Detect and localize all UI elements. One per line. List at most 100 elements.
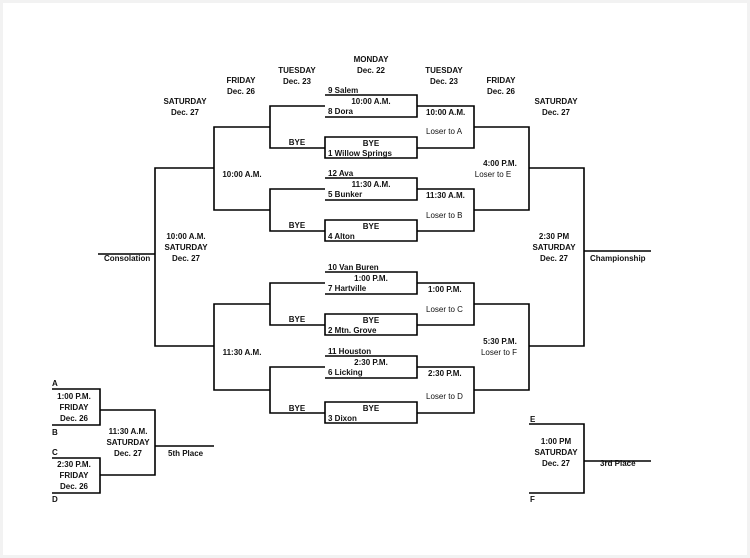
fifth-game2-time: 2:30 P.M. [57, 460, 91, 469]
game2-top-team: 12 Ava [328, 169, 354, 178]
qf4-bye-left: BYE [289, 404, 306, 413]
fifth-game2-date: Dec. 26 [60, 482, 89, 491]
qf4-time: 2:30 P.M. [428, 369, 462, 378]
tuesday-left-header-day: TUESDAY [278, 66, 316, 75]
saturday-left-header-day: SATURDAY [163, 97, 207, 106]
game1-top-team: 9 Salem [328, 86, 358, 95]
tournament-bracket: MONDAY Dec. 22 TUESDAY Dec. 23 TUESDAY D… [52, 55, 651, 504]
monday-header-date: Dec. 22 [357, 66, 386, 75]
monday-header-day: MONDAY [354, 55, 389, 64]
consolation-semi1-time: 10:00 A.M. [222, 170, 261, 179]
game4-bottom-team: 6 Licking [328, 368, 363, 377]
game3-time: 1:00 P.M. [354, 274, 388, 283]
first-round-box-3 [325, 271, 418, 295]
qf2-loser: Loser to B [426, 211, 462, 220]
qf3-bye-left: BYE [289, 315, 306, 324]
qf4-team: 3 Dixon [328, 414, 357, 423]
third-place-bottom: F [530, 495, 535, 504]
qf3-time: 1:00 P.M. [428, 285, 462, 294]
fifth-final-date: Dec. 27 [114, 449, 143, 458]
consolation-final-day: SATURDAY [164, 243, 208, 252]
qf3-team: 2 Mtn. Grove [328, 326, 377, 335]
consolation-label: Consolation [104, 254, 150, 263]
first-round-box-1 [325, 94, 418, 118]
bye-box-1 [324, 136, 418, 159]
left-semi-bracket-2 [213, 303, 270, 391]
fifth-game1-bracket [52, 388, 101, 426]
game3-bottom-team: 7 Hartville [328, 284, 367, 293]
qf3-bye-box: BYE [363, 316, 380, 325]
qf2-bye-left: BYE [289, 221, 306, 230]
left-semi-bracket-1 [213, 126, 270, 211]
third-place-bracket [529, 423, 585, 494]
first-round-box-4 [325, 355, 418, 379]
third-place-date: Dec. 27 [542, 459, 571, 468]
qf4-loser: Loser to D [426, 392, 463, 401]
semi1-loser: Loser to E [475, 170, 511, 179]
qf2-team: 4 Alton [328, 232, 355, 241]
championship-time: 2:30 PM [539, 232, 570, 241]
game1-bottom-team: 8 Dora [328, 107, 353, 116]
bye-box-4 [324, 401, 418, 424]
tuesday-right-header-day: TUESDAY [425, 66, 463, 75]
fifth-game1-bottom: B [52, 428, 58, 437]
game4-time: 2:30 P.M. [354, 358, 388, 367]
qf1-bye-left: BYE [289, 138, 306, 147]
consolation-text: 10:00 A.M. 11:30 A.M. 10:00 A.M. SATURDA… [104, 170, 262, 357]
bracket-lines [52, 94, 651, 494]
semi2-loser: Loser to F [481, 348, 517, 357]
right-semi-bracket-1 [474, 126, 530, 211]
game3-top-team: 10 Van Buren [328, 263, 379, 272]
consolation-final-time: 10:00 A.M. [166, 232, 205, 241]
third-place-label: 3rd Place [600, 459, 636, 468]
column-headers: MONDAY Dec. 22 TUESDAY Dec. 23 TUESDAY D… [163, 55, 578, 117]
friday-right-header-date: Dec. 26 [487, 87, 516, 96]
tuesday-left-header-date: Dec. 23 [283, 77, 312, 86]
saturday-right-header-day: SATURDAY [534, 97, 578, 106]
fifth-game1-date: Dec. 26 [60, 414, 89, 423]
championship-bracket [529, 167, 585, 347]
tuesday-right-header-date: Dec. 23 [430, 77, 459, 86]
qf1-bye-box: BYE [363, 139, 380, 148]
third-place-top: E [530, 415, 536, 424]
fifth-game2-bottom: D [52, 495, 58, 504]
right-semi-bracket-2 [474, 303, 530, 391]
fifth-game1-time: 1:00 P.M. [57, 392, 91, 401]
quarterfinal-text: BYE BYE 1 Willow Springs 10:00 A.M. Lose… [289, 108, 466, 423]
third-place-time: 1:00 PM [541, 437, 572, 446]
first-round-text: 9 Salem 10:00 A.M. 8 Dora 12 Ava 11:30 A… [328, 86, 391, 377]
championship-date: Dec. 27 [540, 254, 569, 263]
fifth-place-text: A 1:00 P.M. FRIDAY Dec. 26 B C 2:30 P.M.… [52, 379, 204, 504]
bye-box-3 [324, 313, 418, 336]
consolation-bracket [154, 167, 214, 347]
fifth-game2-day: FRIDAY [59, 471, 89, 480]
third-place-text: E 1:00 PM SATURDAY Dec. 27 3rd Place F [530, 415, 636, 504]
saturday-right-header-date: Dec. 27 [542, 108, 571, 117]
qf1-team: 1 Willow Springs [328, 149, 392, 158]
qf3-loser: Loser to C [426, 305, 463, 314]
fifth-game1-top: A [52, 379, 58, 388]
fifth-final-bracket [100, 409, 156, 476]
friday-left-header-date: Dec. 26 [227, 87, 256, 96]
semi2-time: 5:30 P.M. [483, 337, 517, 346]
fifth-place-label: 5th Place [168, 449, 204, 458]
bye-box-2 [324, 219, 418, 242]
qf2-time: 11:30 A.M. [426, 191, 465, 200]
fifth-final-time: 11:30 A.M. [109, 427, 148, 436]
first-round-box-2 [325, 177, 418, 201]
qf2-bye-box: BYE [363, 222, 380, 231]
third-place-day: SATURDAY [534, 448, 578, 457]
championship-label: Championship [590, 254, 646, 263]
fifth-game1-day: FRIDAY [59, 403, 89, 412]
consolation-final-date: Dec. 27 [172, 254, 201, 263]
consolation-semi2-time: 11:30 A.M. [223, 348, 262, 357]
semi1-time: 4:00 P.M. [483, 159, 517, 168]
game1-time: 10:00 A.M. [351, 97, 390, 106]
game2-bottom-team: 5 Bunker [328, 190, 362, 199]
game4-top-team: 11 Houston [328, 347, 371, 356]
friday-left-header-day: FRIDAY [226, 76, 256, 85]
championship-text: 4:00 P.M. Loser to E 5:30 P.M. Loser to … [475, 159, 646, 357]
friday-right-header-day: FRIDAY [486, 76, 516, 85]
fifth-game2-top: C [52, 448, 58, 457]
bracket-sheet: MONDAY Dec. 22 TUESDAY Dec. 23 TUESDAY D… [3, 3, 747, 555]
